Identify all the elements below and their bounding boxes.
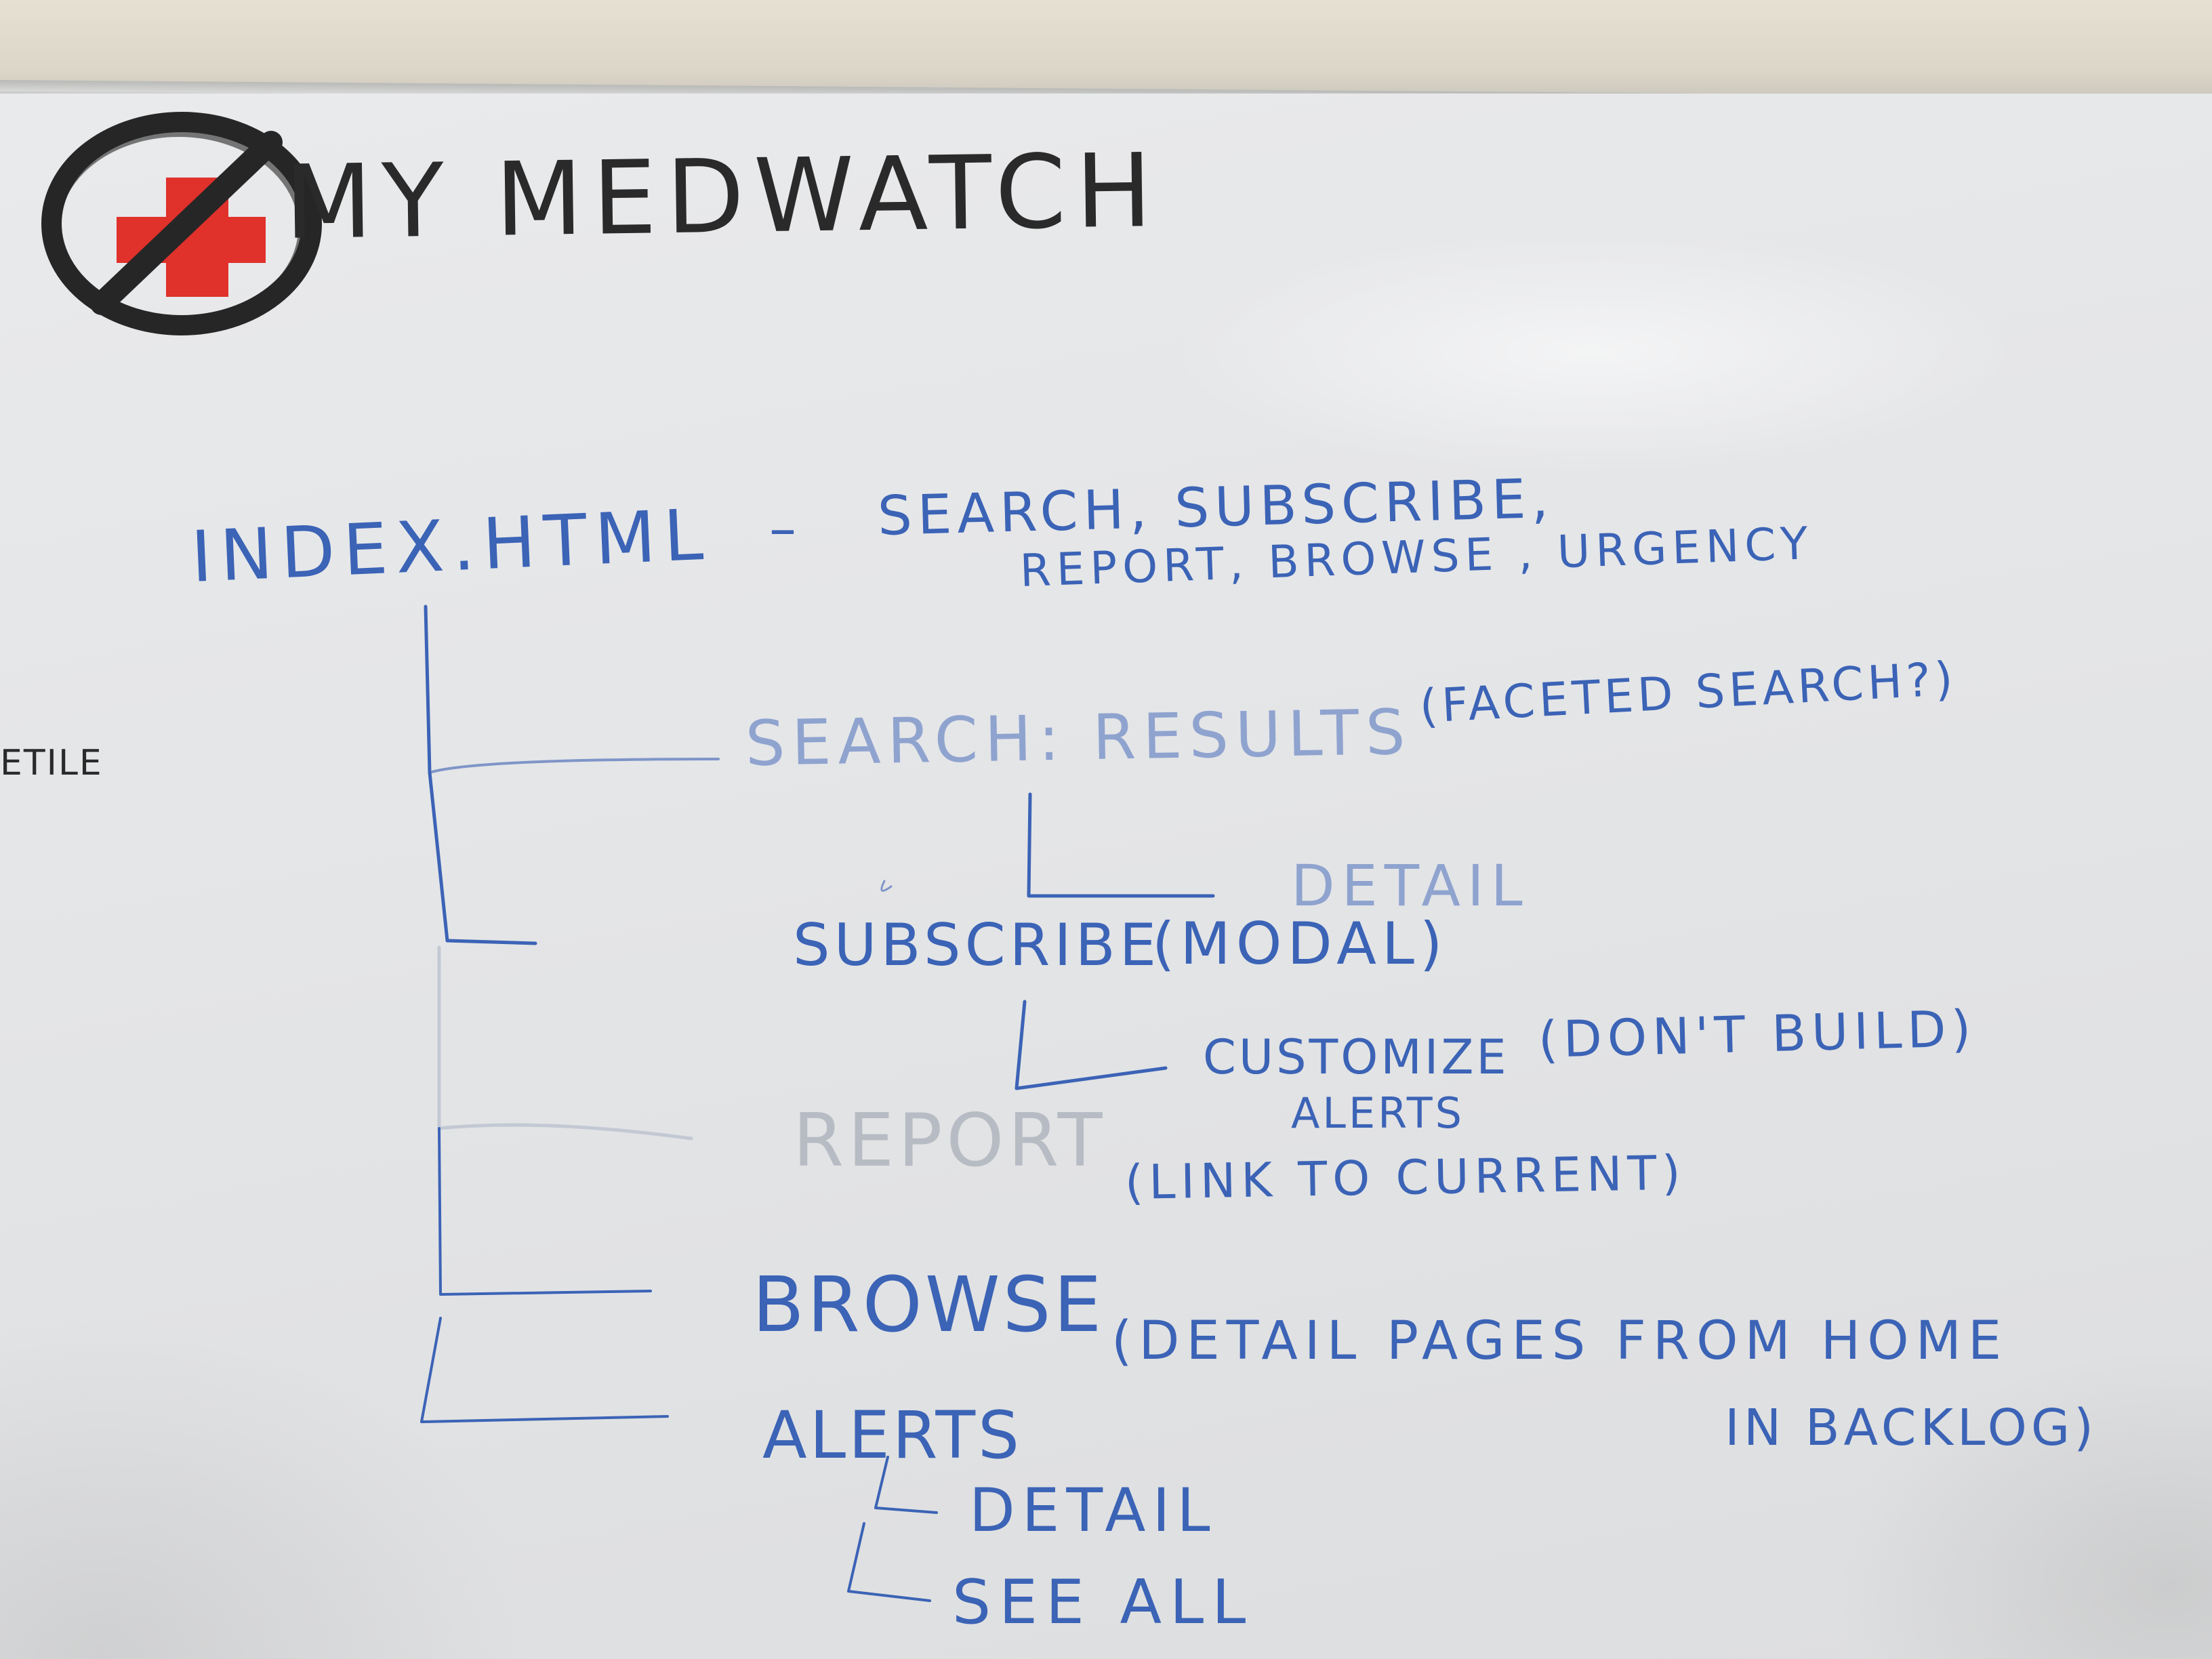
stray-mark <box>880 880 893 892</box>
search-detail-label: DETAIL <box>1291 853 1530 919</box>
subscribe-note: (MODAL) <box>1152 910 1448 978</box>
customize-alerts-label: ALERTS <box>1291 1088 1465 1138</box>
report-label: REPORT <box>793 1099 1107 1183</box>
browse-label: BROWSE <box>752 1261 1105 1349</box>
root-dash: – <box>769 497 800 560</box>
branch-search-results <box>428 758 720 774</box>
board-title: MY MEDWATCH <box>283 131 1162 262</box>
report-note: (LINK TO CURRENT) <box>1124 1145 1687 1210</box>
alerts-detail-label: DETAIL <box>969 1475 1217 1545</box>
branch-browse <box>438 1127 652 1296</box>
browse-note-line2: IN BACKLOG) <box>1725 1399 2098 1457</box>
branch-alerts-see-all <box>847 1522 931 1602</box>
branch-subscribe <box>428 771 537 945</box>
browse-note-line1: (DETAIL PAGES FROM HOME <box>1111 1311 2009 1372</box>
search-results-label: SEARCH: RESULTS <box>745 695 1413 780</box>
branch-alerts-detail <box>874 1456 938 1514</box>
root-node-label: INDEX.HTML <box>189 493 713 598</box>
branch-report <box>437 945 693 1141</box>
customize-note: (DON'T BUILD) <box>1537 1000 1978 1069</box>
no-symbol-icon <box>41 112 322 335</box>
alerts-label: ALERTS <box>762 1397 1023 1473</box>
branch-search-detail <box>1027 792 1215 898</box>
trunk-line <box>424 605 432 775</box>
subscribe-label: SUBSCRIBE <box>793 912 1161 979</box>
margin-fragment: ETILE <box>0 743 103 783</box>
branch-alerts <box>420 1317 669 1423</box>
whiteboard-surface <box>0 94 2212 1659</box>
customize-label: CUSTOMIZE <box>1203 1029 1509 1085</box>
branch-customize <box>1015 1000 1168 1090</box>
alerts-see-all-label: SEE ALL <box>952 1567 1254 1638</box>
